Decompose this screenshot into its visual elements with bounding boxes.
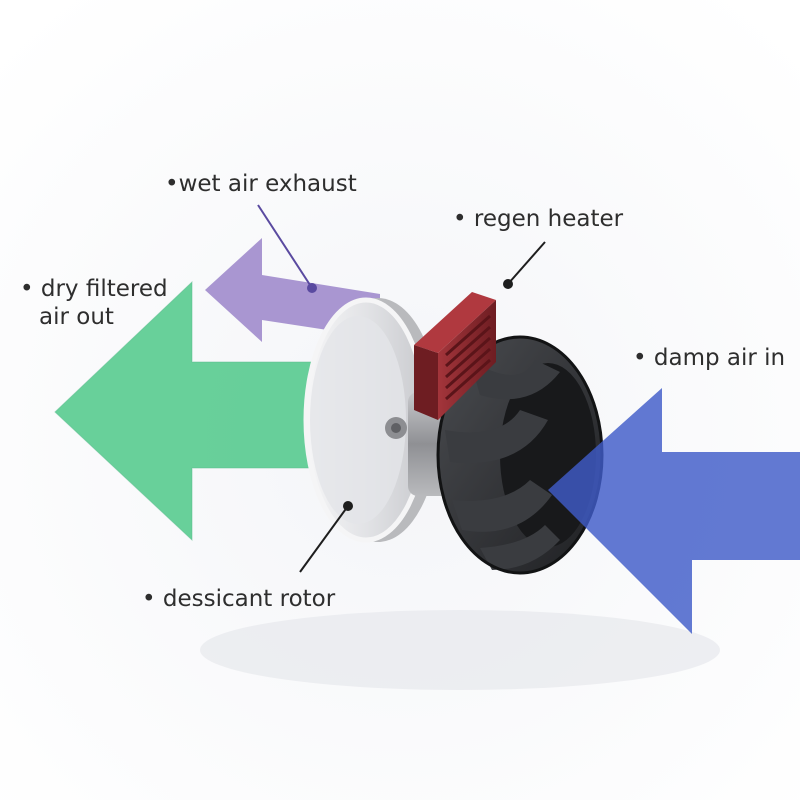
regen-heater-label: • regen heater bbox=[453, 205, 623, 233]
regen-heater-leader bbox=[507, 241, 546, 285]
dry-filtered-air-out-label: • dry filtered air out bbox=[20, 275, 168, 331]
dessicant-rotor-dot bbox=[343, 501, 353, 511]
leader-lines bbox=[257, 204, 546, 573]
damp-air-arrow bbox=[548, 388, 800, 634]
floor-shadow bbox=[200, 610, 720, 690]
damp-air-in-label: • damp air in bbox=[633, 344, 785, 372]
blower-fan bbox=[436, 335, 604, 575]
wet-air-exhaust-label: •wet air exhaust bbox=[165, 170, 357, 198]
wet-air-exhaust-leader bbox=[257, 204, 313, 289]
damp-air-in-text: • damp air in bbox=[633, 345, 786, 371]
dessicant-rotor-leader bbox=[299, 505, 349, 573]
regen-heater-dot bbox=[503, 279, 513, 289]
dry-air-arrow bbox=[54, 280, 346, 542]
dessicant-rotor-label: • dessicant rotor bbox=[142, 585, 335, 613]
dry-filtered-air-out-line2: air out bbox=[39, 304, 114, 330]
dessicant-rotor-text: • dessicant rotor bbox=[142, 586, 336, 612]
wet-air-exhaust-text: •wet air exhaust bbox=[165, 171, 357, 197]
wet-air-exhaust-dot bbox=[307, 283, 317, 293]
regen-heater bbox=[414, 292, 496, 420]
dry-filtered-air-out-line1: • dry filtered bbox=[20, 276, 168, 302]
regen-heater-text: • regen heater bbox=[453, 206, 624, 232]
